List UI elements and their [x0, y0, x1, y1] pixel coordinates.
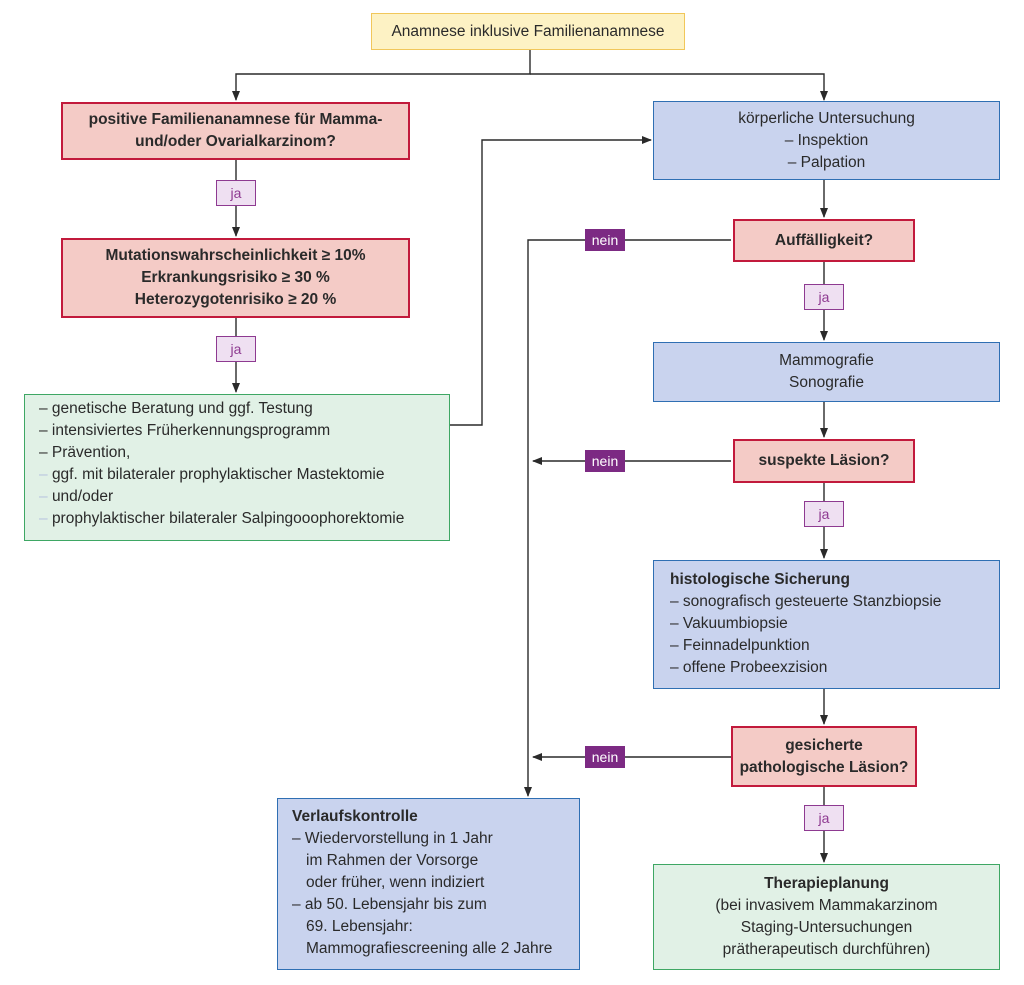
confirmed-lesion-question: gesicherte pathologische Läsion? — [731, 726, 917, 787]
arrow-prevention-to-exam — [450, 136, 652, 426]
suspect-lesion-question: suspekte Läsion? — [733, 439, 915, 483]
histology-item-core-biopsy: – sonografisch gesteuerte Stanzbiopsie — [670, 593, 942, 610]
yes-label-abnormality: ja — [804, 284, 844, 310]
prevention-line5: und/oder — [51, 488, 114, 505]
risk-line2: Erkrankungsrisiko ≥ 30 % — [141, 269, 330, 286]
prevention-line6: prophylaktischer bilateraler Salpingooop… — [51, 510, 405, 527]
yes-label-family: ja — [216, 180, 256, 206]
arrow-top-to-family — [232, 50, 531, 101]
suspect-lesion-text: suspekte Läsion? — [758, 452, 890, 469]
yes-label-suspect: ja — [804, 501, 844, 527]
no-label-confirmed: nein — [585, 746, 625, 768]
anamnesis-text: Anamnese inklusive Familienanamnese — [391, 22, 665, 40]
exam-title: körperliche Untersuchung — [738, 109, 915, 127]
anamnesis-box: Anamnese inklusive Familienanamnese — [371, 13, 685, 50]
follow-up-line6: Mammografiescreening alle 2 Jahre — [306, 940, 553, 957]
therapy-line3: prätherapeutisch durchführen) — [722, 941, 931, 958]
prevention-line4: ggf. mit bilateraler prophylaktischer Ma… — [51, 466, 385, 483]
follow-up-line4: – ab 50. Lebensjahr bis zum — [292, 896, 487, 913]
abnormality-question: Auffälligkeit? — [733, 219, 915, 262]
exam-item-palpation: – Palpation — [787, 153, 866, 171]
prevention-line2: – intensiviertes Früherkennungsprogramm — [39, 422, 331, 439]
confirmed-line1: gesicherte — [785, 736, 863, 754]
no-label-abnormality: nein — [585, 229, 625, 251]
follow-up-line1: – Wiedervorstellung in 1 Jahr — [292, 830, 493, 847]
arrow-finding-nein-to-followup — [524, 239, 731, 797]
histology-title: histologische Sicherung — [670, 571, 850, 588]
prevention-line3: – Prävention, — [39, 444, 131, 461]
prevention-line1: – genetische Beratung und ggf. Testung — [39, 400, 313, 417]
risk-line1: Mutationswahrscheinlichkeit ≥ 10% — [105, 247, 366, 264]
yes-label-risk: ja — [216, 336, 256, 362]
faint-dash: – — [39, 466, 48, 483]
prevention-line4-row: – ggf. mit bilateraler prophylaktischer … — [39, 464, 449, 486]
faint-dash: – — [39, 510, 48, 527]
follow-up-line2: im Rahmen der Vorsorge — [306, 852, 479, 869]
family-question-line1: positive Familienanamnese für Mamma- — [88, 111, 383, 128]
no-label-suspect: nein — [585, 450, 625, 472]
therapy-title: Therapieplanung — [764, 875, 889, 892]
prevention-line5-row: – und/oder — [39, 486, 449, 508]
histology-item-vacuum-biopsy: – Vakuumbiopsie — [670, 615, 788, 632]
imaging-box: Mammografie Sonografie — [653, 342, 1000, 402]
therapy-planning-box: Therapieplanung (bei invasivem Mammakarz… — [653, 864, 1000, 970]
yes-label-confirmed: ja — [804, 805, 844, 831]
confirmed-line2: pathologische Läsion? — [739, 758, 909, 776]
faint-dash: – — [39, 488, 48, 505]
arrow-top-to-exam — [530, 73, 828, 101]
therapy-line1: (bei invasivem Mammakarzinom — [715, 897, 938, 914]
family-question-line2: und/oder Ovarialkarzinom? — [135, 133, 336, 150]
follow-up-line3: oder früher, wenn indiziert — [306, 874, 485, 891]
prevention-box: – genetische Beratung und ggf. Testung –… — [24, 394, 450, 541]
exam-item-inspection: – Inspektion — [784, 131, 869, 149]
therapy-line2: Staging-Untersuchungen — [740, 919, 913, 936]
family-history-question: positive Familienanamnese für Mamma- und… — [61, 102, 410, 160]
follow-up-box: Verlaufskontrolle – Wiedervorstellung in… — [277, 798, 580, 970]
risk-line3: Heterozygotenrisiko ≥ 20 % — [134, 291, 337, 308]
prevention-line6-row: – prophylaktischer bilateraler Salpingoo… — [39, 508, 449, 530]
histology-item-fine-needle: – Feinnadelpunktion — [670, 637, 810, 654]
follow-up-line5: 69. Lebensjahr: — [306, 918, 413, 935]
histology-item-open-excision: – offene Probeexzision — [670, 659, 828, 676]
imaging-sonography: Sonografie — [789, 374, 864, 391]
abnormality-text: Auffälligkeit? — [774, 231, 874, 249]
risk-criteria-box: Mutationswahrscheinlichkeit ≥ 10% Erkran… — [61, 238, 410, 318]
histology-box: histologische Sicherung – sonografisch g… — [653, 560, 1000, 689]
physical-exam-box: körperliche Untersuchung – Inspektion – … — [653, 101, 1000, 180]
follow-up-title: Verlaufskontrolle — [292, 808, 418, 825]
imaging-mammography: Mammografie — [779, 352, 874, 369]
